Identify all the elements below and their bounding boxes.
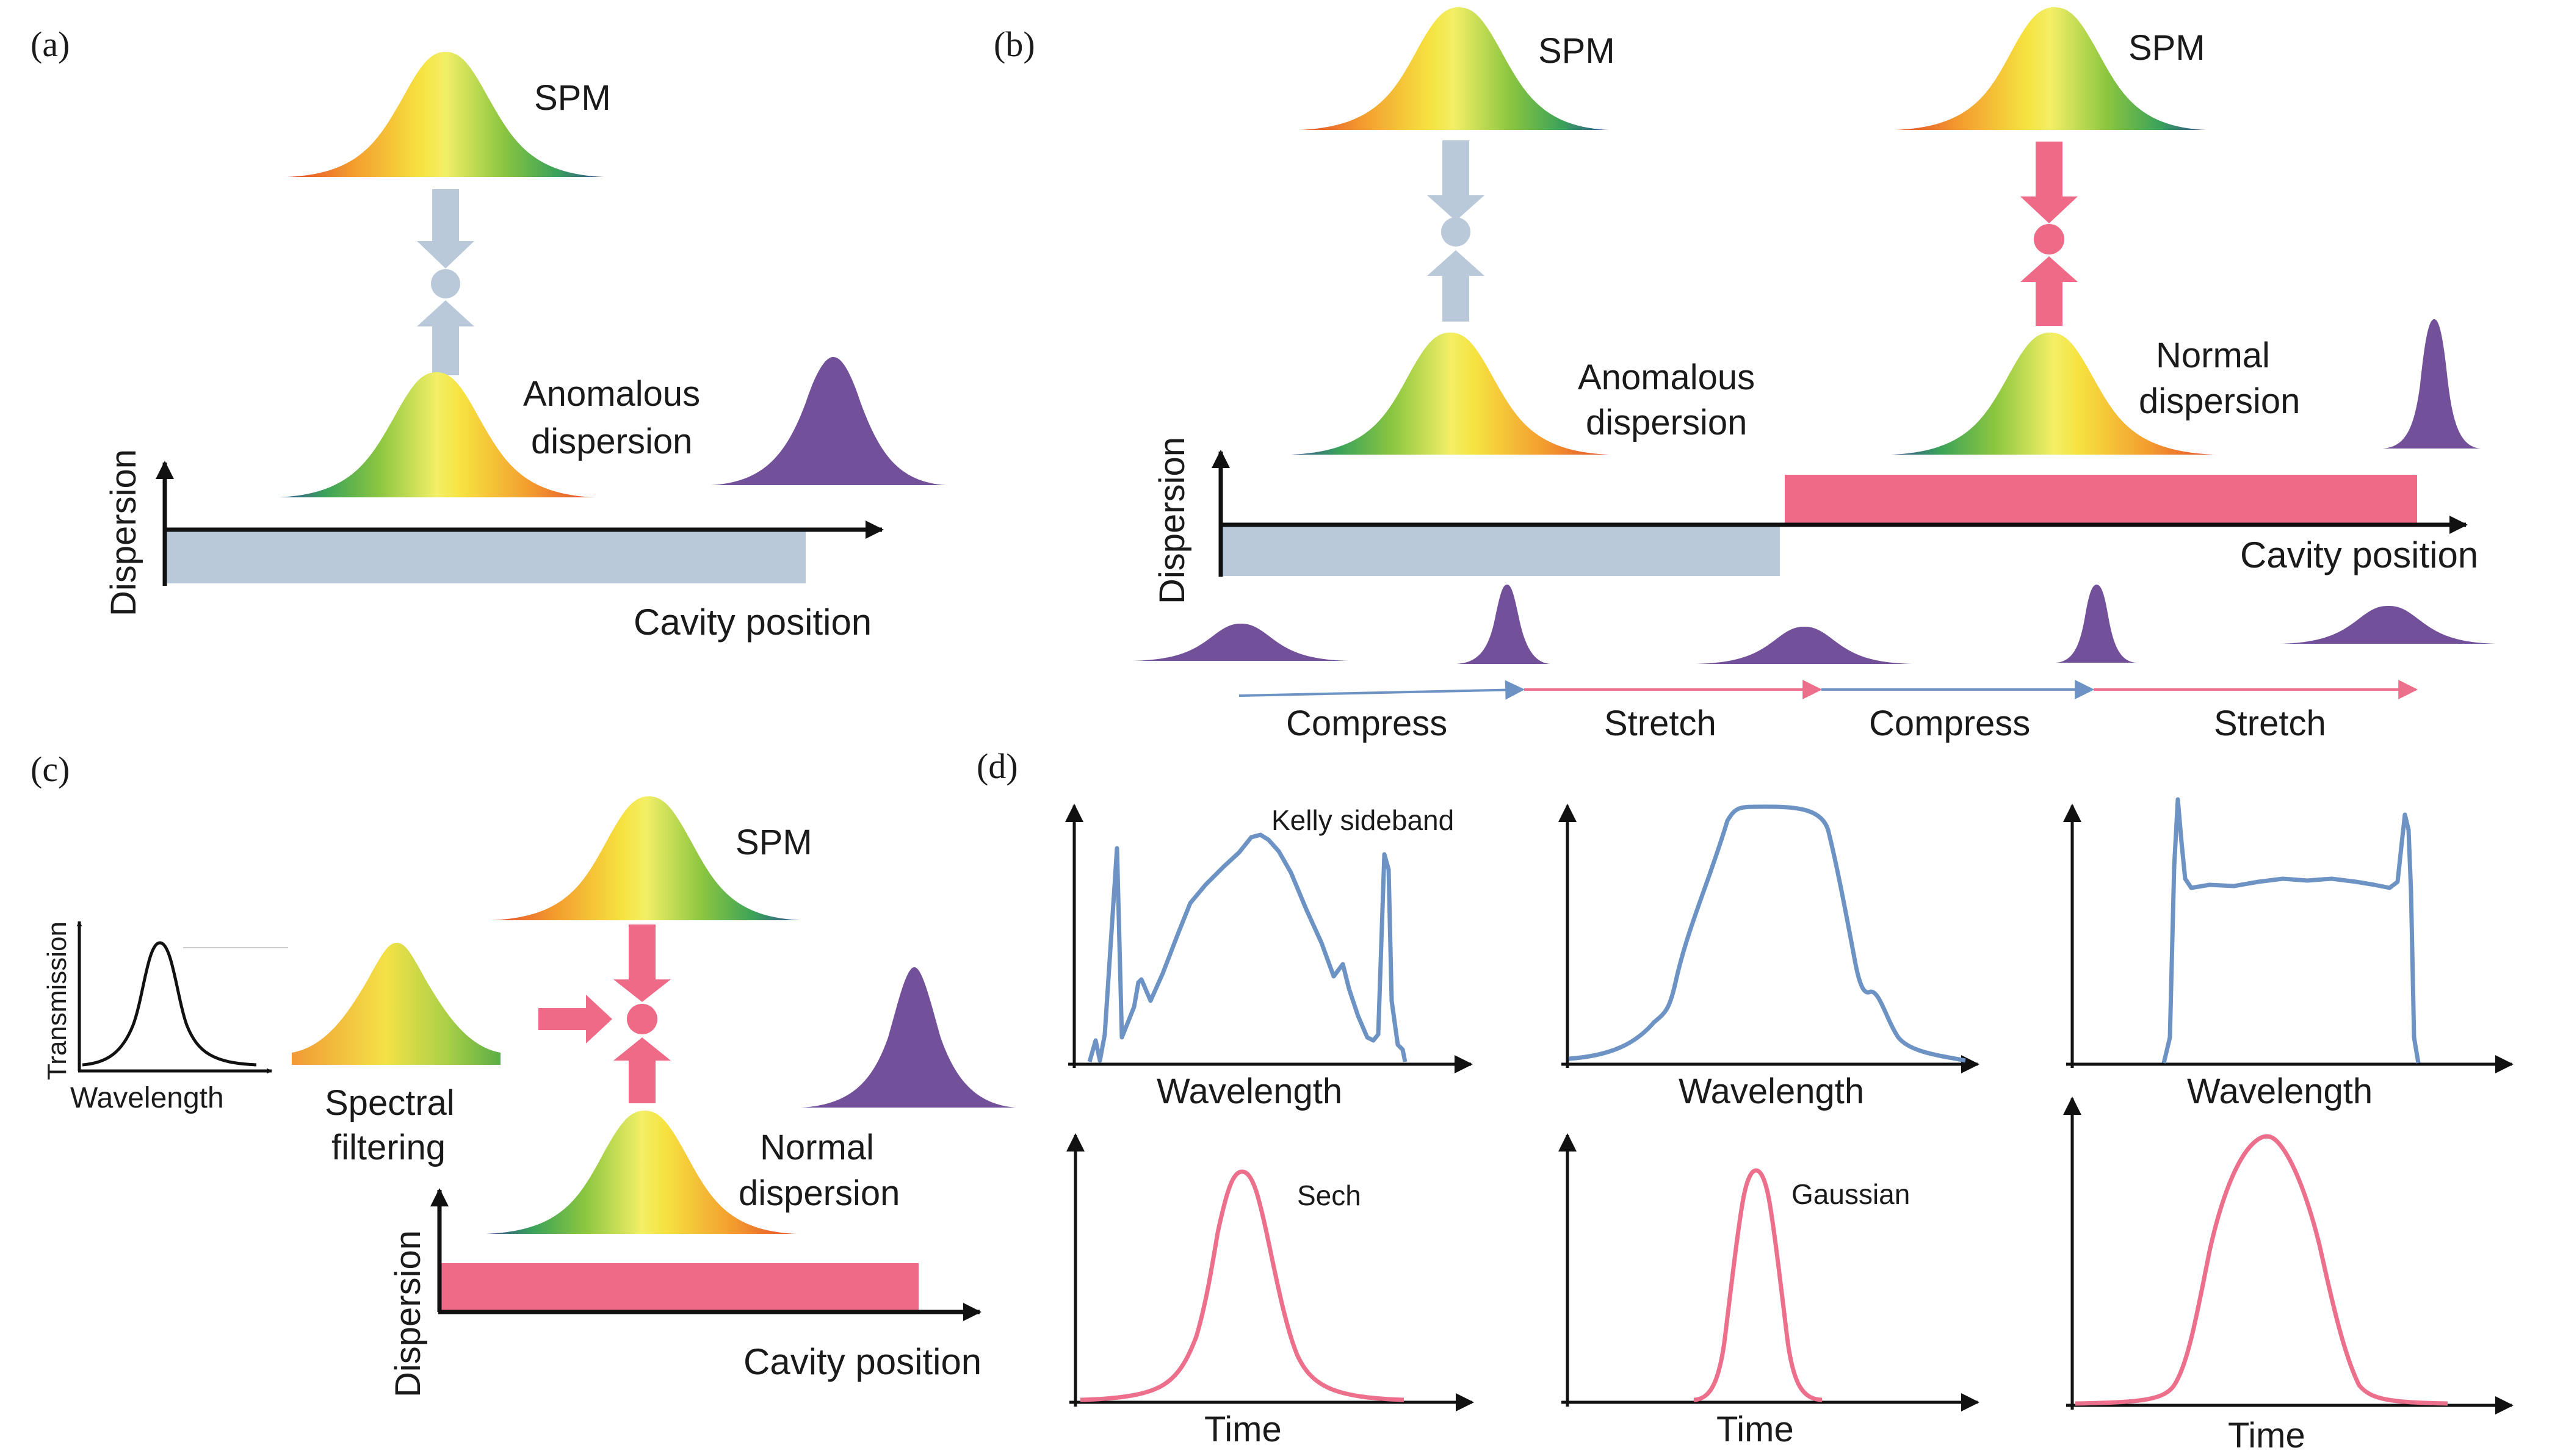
kelly-annotation: Kelly sideband — [1271, 804, 1454, 836]
anomalous-label-2: dispersion — [531, 422, 692, 461]
anomalous-dispersion-bar — [1223, 526, 1780, 576]
wavelength-label: Wavelength — [70, 1082, 224, 1114]
anomalous-label-1: Anomalous — [1578, 358, 1755, 397]
rectangular-spectrum-curve — [2161, 797, 2421, 1064]
filter-label-1: Spectral — [325, 1083, 455, 1123]
anomalous-balance-arrows — [1427, 140, 1484, 322]
output-pulse — [2382, 319, 2481, 449]
anomalous-balance-arrows — [417, 189, 474, 375]
broad-pulse — [1696, 627, 1912, 664]
broad-pulse — [2280, 606, 2496, 644]
spm-spectrum-left — [1299, 7, 1609, 130]
plot-x-label: Time — [2228, 1416, 2305, 1455]
stage-label: Compress — [1286, 704, 1447, 743]
anomalous-label-1: Anomalous — [523, 374, 700, 414]
spm-label-right: SPM — [2128, 28, 2205, 68]
kelly-spectrum-curve — [1087, 832, 1408, 1063]
y-axis-label: Dispersion — [1152, 437, 1192, 604]
panel-d-label: (d) — [977, 746, 1018, 786]
panel-a-label: (a) — [31, 24, 70, 64]
filter-label-2: filtering — [331, 1128, 446, 1167]
filter-transmission-curve — [82, 941, 257, 1067]
plot-x-label: Wavelength — [2187, 1072, 2373, 1111]
y-axis-label: Dispersion — [104, 449, 143, 616]
compress-arrow — [1238, 680, 1525, 700]
sech-pulse-curve — [1080, 1169, 1404, 1402]
narrow-pulse — [1456, 585, 1550, 664]
normal-label-2: dispersion — [739, 1173, 900, 1213]
normal-label-1: Normal — [760, 1128, 874, 1167]
spectrum-plot-gaussian: Wavelength — [1558, 804, 1979, 1111]
time-plot-parabolic: Time — [2063, 1097, 2514, 1455]
anomalous-spectrum — [278, 372, 595, 497]
time-plot-sech: Sech Time — [1066, 1133, 1474, 1449]
panel-b-label: (b) — [994, 24, 1035, 64]
normal-label-2: dispersion — [2139, 381, 2300, 421]
plot-x-label: Wavelength — [1157, 1072, 1342, 1111]
anomalous-dispersion-bar — [167, 530, 806, 583]
plot-x-label: Time — [1716, 1410, 1794, 1449]
gaussian-spectrum-curve — [1568, 804, 1966, 1063]
panel-d: (d) Kelly sideband Wavelength Wavelength… — [977, 746, 2514, 1455]
normal-balance-arrows — [2020, 142, 2078, 326]
spm-label: SPM — [736, 823, 812, 862]
sech-annotation: Sech — [1297, 1180, 1361, 1211]
broad-pulse — [1132, 624, 1349, 661]
spm-spectrum — [287, 52, 604, 177]
transmission-label: Transmission — [42, 921, 72, 1080]
normal-balance-arrows — [538, 924, 671, 1103]
plot-x-label: Time — [1204, 1410, 1282, 1449]
anomalous-spectrum — [1291, 333, 1610, 455]
filtered-spectrum — [292, 943, 501, 1065]
x-axis-label: Cavity position — [2240, 535, 2478, 575]
y-axis-label: Dispersion — [388, 1230, 428, 1397]
parabolic-pulse-curve — [2075, 1134, 2448, 1406]
panel-b: (b) SPM Anomalous dispersion SPM Normal … — [994, 7, 2496, 743]
stage-label: Stretch — [2214, 704, 2326, 743]
stage-label: Compress — [1869, 704, 2030, 743]
stage-label: Stretch — [1604, 704, 1716, 743]
spm-spectrum — [491, 796, 801, 920]
gaussian-annotation: Gaussian — [1791, 1178, 1910, 1210]
output-pulse — [801, 967, 1016, 1108]
normal-spectrum — [486, 1111, 797, 1234]
plot-x-label: Wavelength — [1679, 1072, 1864, 1111]
x-axis-label: Cavity position — [634, 602, 872, 643]
spectrum-plot-kelly: Kelly sideband Wavelength — [1065, 804, 1473, 1111]
normal-dispersion-bar — [1785, 475, 2417, 526]
spm-label: SPM — [534, 78, 611, 118]
time-plot-gaussian: Gaussian Time — [1558, 1133, 1979, 1449]
normal-spectrum — [1891, 333, 2216, 455]
anomalous-label-2: dispersion — [1586, 403, 1747, 442]
normal-dispersion-bar — [441, 1263, 919, 1312]
panel-a: (a) SPM Anomalous dispersion Dispersion … — [31, 24, 946, 643]
panel-c-label: (c) — [31, 749, 70, 789]
narrow-pulse — [2056, 585, 2136, 663]
normal-label-1: Normal — [2156, 336, 2270, 375]
x-axis-label: Cavity position — [743, 1341, 981, 1382]
gaussian-pulse-curve — [1693, 1168, 1823, 1402]
spm-label-left: SPM — [1538, 31, 1615, 71]
spm-spectrum-right — [1895, 7, 2207, 130]
panel-c: (c) Transmission Wavelength Spectral fil… — [31, 749, 1016, 1397]
spectrum-plot-rectangular: Wavelength — [2063, 797, 2514, 1111]
output-pulse — [711, 357, 946, 485]
